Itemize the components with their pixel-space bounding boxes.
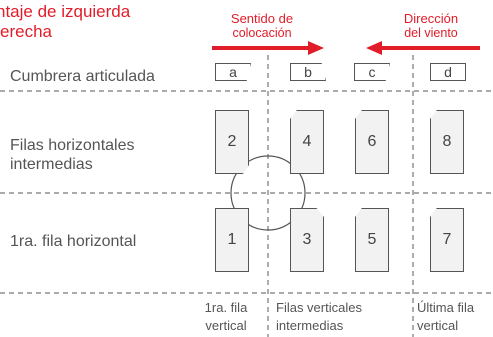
- wind-direction-line-1: Dirección: [403, 11, 459, 26]
- row-label-intermediate-2: intermedias: [10, 156, 93, 173]
- ridge-tab-c: c: [354, 63, 390, 81]
- column-label-last-line-1: Última fila: [417, 300, 475, 315]
- column-label-first-line-2: vertical: [205, 318, 247, 333]
- tile-3: 3: [290, 208, 324, 272]
- row-label-ridge: Cumbrera articulada: [10, 68, 155, 85]
- laying-direction-line-1: Sentido de: [230, 11, 294, 26]
- wind-direction-line-2: del viento: [404, 26, 458, 40]
- column-label-middle: Filas verticales intermedias: [276, 299, 406, 335]
- arrow-right-icon: [212, 41, 324, 55]
- tile-1: 1: [215, 208, 249, 272]
- column-label-last: Última fila vertical: [417, 299, 493, 335]
- row-label-intermediate-1: Filas horizontales: [10, 137, 135, 154]
- title-line-1: ntaje de izquierda: [0, 2, 131, 21]
- diagram-title: ntaje de izquierda erecha: [0, 2, 130, 42]
- tile-5: 5: [355, 208, 389, 272]
- ridge-tab-b: b: [290, 63, 326, 81]
- arrow-left-icon: [366, 41, 480, 55]
- ridge-tab-d: d: [430, 63, 466, 81]
- ridge-tab-a: a: [215, 63, 251, 81]
- laying-direction-header: Sentido de colocación: [212, 11, 312, 41]
- tile-6: 6: [355, 110, 389, 174]
- column-label-last-line-2: vertical: [417, 318, 459, 333]
- tile-2: 2: [215, 110, 249, 174]
- column-label-middle-line-1: Filas verticales: [276, 300, 362, 315]
- tile-7: 7: [430, 208, 464, 272]
- title-line-2: erecha: [0, 22, 52, 41]
- column-label-first: 1ra. fila vertical: [186, 299, 266, 335]
- laying-direction-line-2: colocación: [232, 26, 292, 40]
- row-label-first-row: 1ra. fila horizontal: [10, 233, 137, 250]
- tile-8: 8: [430, 110, 464, 174]
- column-label-first-line-1: 1ra. fila: [204, 300, 248, 315]
- column-label-middle-line-2: intermedias: [276, 318, 344, 333]
- tile-4: 4: [290, 110, 324, 174]
- wind-direction-header: Dirección del viento: [376, 11, 486, 41]
- overlap-circle: [230, 155, 306, 231]
